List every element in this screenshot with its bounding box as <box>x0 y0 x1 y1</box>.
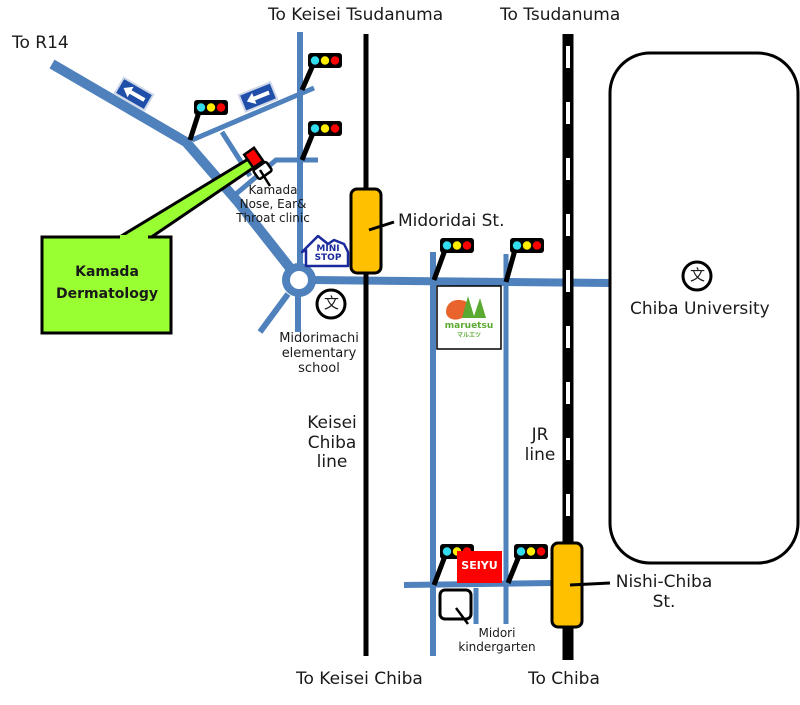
green-light-icon <box>310 56 320 65</box>
callout-box <box>40 235 173 335</box>
roads <box>49 32 611 656</box>
red-light-icon <box>536 547 546 556</box>
yellow-light-icon <box>452 241 462 250</box>
traffic-signal-icon <box>187 100 228 141</box>
red-light-icon <box>216 103 226 112</box>
destination-line-2: Dermatology <box>56 285 158 302</box>
yellow-light-icon <box>522 241 532 250</box>
school-symbol-text: 文 <box>324 294 340 312</box>
jr-line-label: JR line <box>524 425 556 465</box>
label-to-keisei-chiba: To Keisei Chiba <box>296 669 423 689</box>
kindergarten-label: Midori kindergarten <box>458 626 536 654</box>
ministop-text: MINI STOP <box>314 244 342 263</box>
keisei-line-label: Keisei Chiba line <box>307 413 357 473</box>
destination-line-1: Kamada <box>75 264 139 280</box>
school-symbol-midorimachi <box>315 288 347 320</box>
one-way-sign-2 <box>237 80 279 114</box>
school-symbol-university <box>681 260 713 292</box>
label-to-keisei-tsudanuma: To Keisei Tsudanuma <box>268 5 444 25</box>
chiba-university-block <box>608 51 800 565</box>
red-light-icon <box>532 241 542 250</box>
red-light-icon <box>462 241 472 250</box>
yellow-light-icon <box>320 124 330 133</box>
traffic-signal-icon <box>299 53 342 92</box>
red-light-icon <box>330 56 340 65</box>
yellow-light-icon <box>526 547 536 556</box>
nishi-chiba-station-label: Nishi-Chiba St. <box>615 572 713 612</box>
label-to-tsudanuma: To Tsudanuma <box>500 5 621 25</box>
label-to-r14: To R14 <box>12 33 69 53</box>
road-southwest <box>257 292 291 334</box>
seiyu-store <box>457 551 502 583</box>
kindergarten-marker <box>438 588 473 621</box>
maruetsu-text: maruetsu マルエツ <box>444 321 494 340</box>
road-main-east-west <box>311 276 611 287</box>
road-south-east-west <box>403 580 553 588</box>
traffic-signal-icon <box>431 238 474 281</box>
university-label: Chiba University <box>630 299 770 319</box>
green-light-icon <box>442 241 452 250</box>
elementary-school-label: Midorimachi elementary school <box>279 331 359 376</box>
ministop-logo <box>300 234 350 268</box>
yellow-light-icon <box>320 56 330 65</box>
yellow-light-icon <box>206 103 216 112</box>
road-r14 <box>49 59 294 272</box>
midoridai-station-icon <box>349 187 383 275</box>
destination-marker <box>242 146 273 181</box>
road-upper-branch <box>191 85 315 143</box>
green-light-icon <box>442 547 452 556</box>
red-light-icon <box>330 124 340 133</box>
university-symbol-text: 文 <box>690 266 706 284</box>
traffic-signal-icon <box>299 121 342 161</box>
green-light-icon <box>512 241 522 250</box>
traffic-signal-icon <box>505 544 548 584</box>
one-way-sign-1 <box>113 76 155 112</box>
label-to-chiba: To Chiba <box>528 669 600 689</box>
roundabout <box>282 263 316 297</box>
green-light-icon <box>196 103 206 112</box>
green-light-icon <box>310 124 320 133</box>
seiyu-text: SEIYU <box>461 559 498 572</box>
midoridai-station-label: Midoridai St. <box>398 211 505 231</box>
destination-label: Kamada Dermatology <box>42 262 172 305</box>
ent-clinic-label: Kamada Nose, Ear& Throat clinic <box>236 183 310 225</box>
traffic-signal-icon <box>503 238 544 283</box>
green-light-icon <box>516 547 526 556</box>
